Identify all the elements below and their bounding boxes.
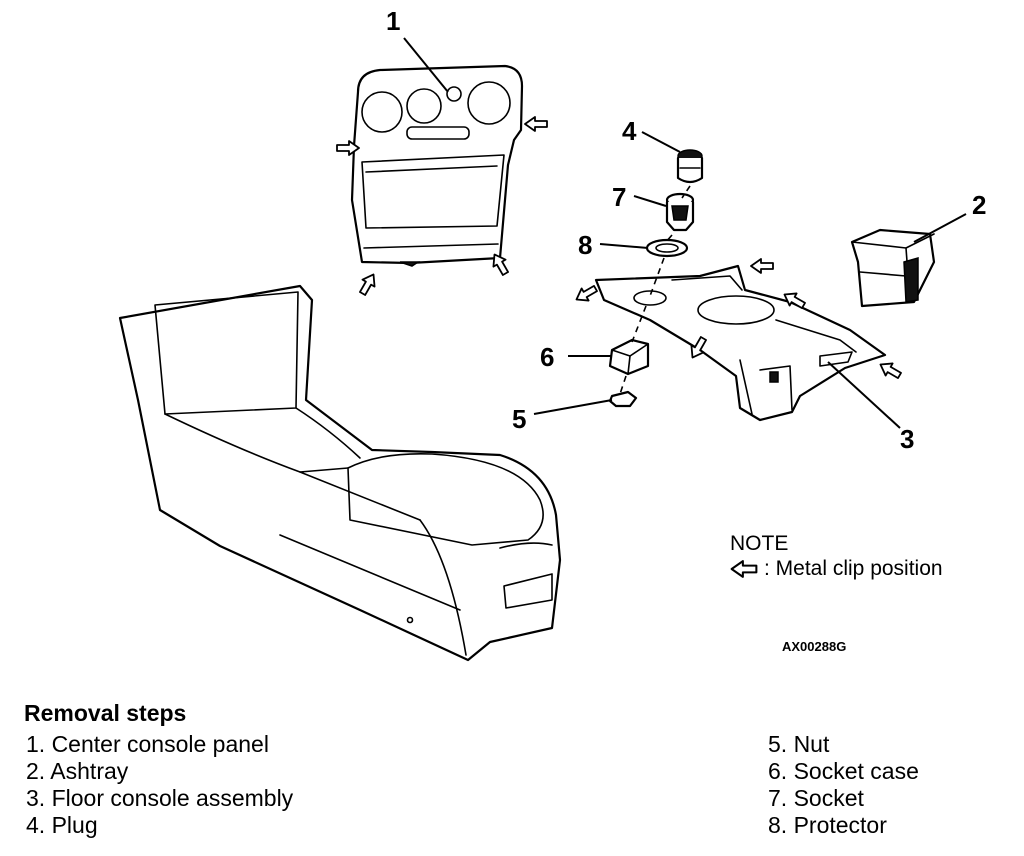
removal-steps-title: Removal steps: [24, 700, 187, 726]
removal-step: 7. Socket: [768, 785, 864, 811]
assembly-axis: [619, 185, 691, 395]
removal-step: 2. Ashtray: [26, 758, 129, 784]
removal-step: 4. Plug: [26, 812, 98, 838]
floor-console-body: [118, 284, 562, 662]
socket: [665, 192, 695, 232]
callout-1: 1: [386, 6, 400, 36]
removal-step: 5. Nut: [768, 731, 830, 757]
callout-2: 2: [972, 190, 986, 220]
removal-step: 1. Center console panel: [26, 731, 269, 757]
leader-lines: [403, 37, 967, 429]
clip-arrow-icon: [876, 357, 904, 383]
note-legend-text: : Metal clip position: [764, 557, 943, 580]
exploded-parts-diagram: 1 2 3 4 5 6 7 8 NOTE : Metal clip positi…: [118, 6, 986, 662]
removal-step: 8. Protector: [768, 812, 887, 838]
plug: [676, 149, 704, 184]
callout-3: 3: [900, 424, 914, 454]
removal-steps-right-column: 5. Nut 6. Socket case 7. Socket 8. Prote…: [768, 731, 919, 839]
nut: [608, 390, 638, 408]
callout-7: 7: [612, 182, 626, 212]
protector: [645, 238, 689, 258]
note-title: NOTE: [730, 532, 788, 555]
clip-arrow-icon: [572, 281, 600, 307]
note-legend: NOTE : Metal clip position: [730, 532, 943, 580]
callout-5: 5: [512, 404, 526, 434]
figure-code: AX00288G: [782, 639, 846, 654]
arrow-left-outline-icon: [730, 560, 758, 578]
removal-step: 6. Socket case: [768, 758, 919, 784]
center-console-panel: [350, 64, 524, 267]
removal-steps: Removal steps 1. Center console panel 2.…: [0, 690, 1024, 856]
socket-case: [608, 338, 650, 376]
floor-console-assembly: [594, 264, 887, 422]
callout-4: 4: [622, 116, 637, 146]
clip-arrow-icon: [524, 116, 548, 132]
removal-step: 3. Floor console assembly: [26, 785, 294, 811]
callout-8: 8: [578, 230, 592, 260]
clip-arrow-icon: [750, 258, 774, 274]
removal-steps-left-column: 1. Center console panel 2. Ashtray 3. Fl…: [26, 731, 293, 839]
callout-6: 6: [540, 342, 554, 372]
clip-arrow-icon: [355, 270, 381, 298]
ashtray: [850, 228, 936, 308]
